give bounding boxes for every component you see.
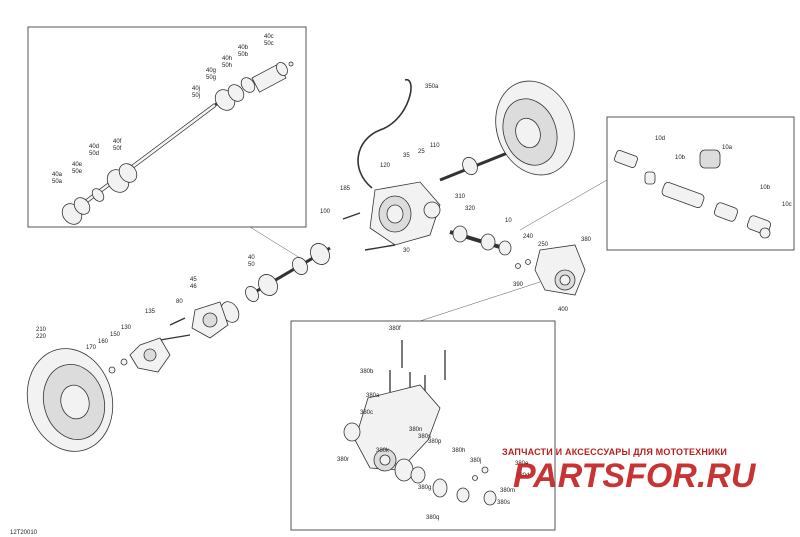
knuckle-inset-drawing: [343, 340, 497, 506]
callout-main-19: 46: [190, 284, 197, 290]
callout-labels: 350a 120 35 25 110 185 100 30 310 320 10 240 250 390 3…: [36, 34, 792, 521]
callout-main-11: 240: [523, 234, 534, 240]
callout-knuckle-inset-15: 380g: [418, 485, 431, 491]
callout-main-15: 400: [558, 307, 569, 313]
callout-main-16: 40: [248, 255, 255, 261]
callout-knuckle-inset-4: 380n: [409, 427, 422, 433]
callout-knuckle-inset-5: 380s: [418, 434, 431, 440]
callout-main-22: 130: [121, 325, 132, 331]
callout-knuckle-inset-0: 380f: [389, 326, 401, 332]
callout-main-21: 135: [145, 309, 156, 315]
axle-inset-box: [27, 26, 307, 228]
callout-main-9: 320: [465, 206, 476, 212]
callout-knuckle-inset-9: 380h: [452, 448, 465, 454]
callout-main-27: 220: [36, 334, 47, 340]
callout-knuckle-inset-1: 380b: [360, 369, 374, 375]
callout-knuckle-inset-14: 380s: [497, 500, 510, 506]
callout-knuckle-inset-7: 380k: [376, 448, 390, 454]
callout-main-23: 150: [110, 332, 121, 338]
callout-main-2: 35: [403, 153, 410, 159]
diagram-code: 12T20010: [10, 530, 38, 536]
callout-axle-inset-15: 50e: [72, 169, 83, 175]
callout-knuckle-inset-8: 380r: [337, 457, 349, 463]
callout-axle-inset-12: 40f: [113, 139, 122, 145]
shaft-inset-drawing: [614, 149, 772, 239]
callout-shaft-inset-1: 10b: [675, 155, 686, 161]
callout-shaft-inset-4: 10c: [782, 202, 792, 208]
callout-axle-inset-5: 50h: [222, 63, 232, 69]
watermark-tagline: ЗАПЧАСТИ И АКСЕССУАРЫ ДЛЯ МОТОТЕХНИКИ: [502, 447, 727, 457]
callout-axle-inset-9: 50j: [192, 93, 200, 99]
callout-axle-inset-7: 50g: [206, 75, 216, 81]
callout-main-4: 110: [430, 143, 440, 149]
callout-main-18: 45: [190, 277, 197, 283]
callout-knuckle-inset-2: 380a: [366, 393, 380, 399]
callout-axle-inset-8: 40j: [192, 86, 200, 92]
callout-main-20: 80: [176, 299, 183, 305]
callout-main-8: 310: [455, 194, 466, 200]
callout-shaft-inset-3: 10b: [760, 185, 771, 191]
callout-knuckle-inset-3: 380c: [360, 410, 373, 416]
callout-knuckle-inset-16: 380q: [426, 515, 439, 521]
callout-axle-inset-1: 50c: [264, 41, 274, 47]
callout-knuckle-inset-13: 380m: [500, 488, 515, 494]
callout-axle-inset-2: 40b: [238, 45, 249, 51]
callout-main-1: 120: [380, 163, 391, 169]
callout-axle-inset-11: 50d: [89, 151, 99, 157]
callout-axle-inset-13: 50f: [113, 146, 122, 152]
callout-main-5: 185: [340, 186, 351, 192]
callout-main-13: 390: [513, 282, 524, 288]
shaft-inset-pointer: [519, 179, 608, 231]
main-assembly-drawing: [26, 79, 586, 452]
axle-inset-drawing: [61, 61, 294, 225]
callout-main-0: 350a: [425, 84, 439, 90]
callout-axle-inset-4: 40h: [222, 56, 232, 62]
callout-axle-inset-10: 40d: [89, 144, 99, 150]
callout-main-12: 250: [538, 242, 549, 248]
callout-main-25: 170: [86, 345, 97, 351]
callout-axle-inset-0: 40c: [264, 34, 274, 40]
callout-main-3: 25: [418, 149, 425, 155]
callout-main-6: 100: [320, 209, 331, 215]
callout-axle-inset-3: 50b: [238, 52, 249, 58]
axle-inset-pointer: [249, 226, 301, 259]
callout-knuckle-inset-6: 380p: [428, 439, 442, 445]
knuckle-inset-pointer: [419, 281, 541, 322]
callout-main-17: 50: [248, 262, 255, 268]
callout-shaft-inset-0: 10d: [655, 136, 665, 142]
callout-knuckle-inset-12: 380d: [516, 473, 529, 479]
watermark-logo: PARTSFOR.RU: [513, 457, 757, 495]
callout-main-24: 160: [98, 339, 109, 345]
callout-axle-inset-6: 40g: [206, 68, 216, 74]
callout-axle-inset-17: 50a: [52, 179, 63, 185]
callout-shaft-inset-2: 10a: [722, 145, 733, 151]
callout-axle-inset-14: 40e: [72, 162, 83, 168]
callout-knuckle-inset-11: 380e: [515, 461, 529, 467]
callout-main-14: 380: [581, 237, 592, 243]
callout-axle-inset-16: 40a: [52, 172, 63, 178]
callout-main-26: 210: [36, 327, 47, 333]
callout-main-10: 10: [505, 218, 512, 224]
callout-knuckle-inset-10: 380j: [470, 458, 481, 464]
callout-main-7: 30: [403, 248, 410, 254]
